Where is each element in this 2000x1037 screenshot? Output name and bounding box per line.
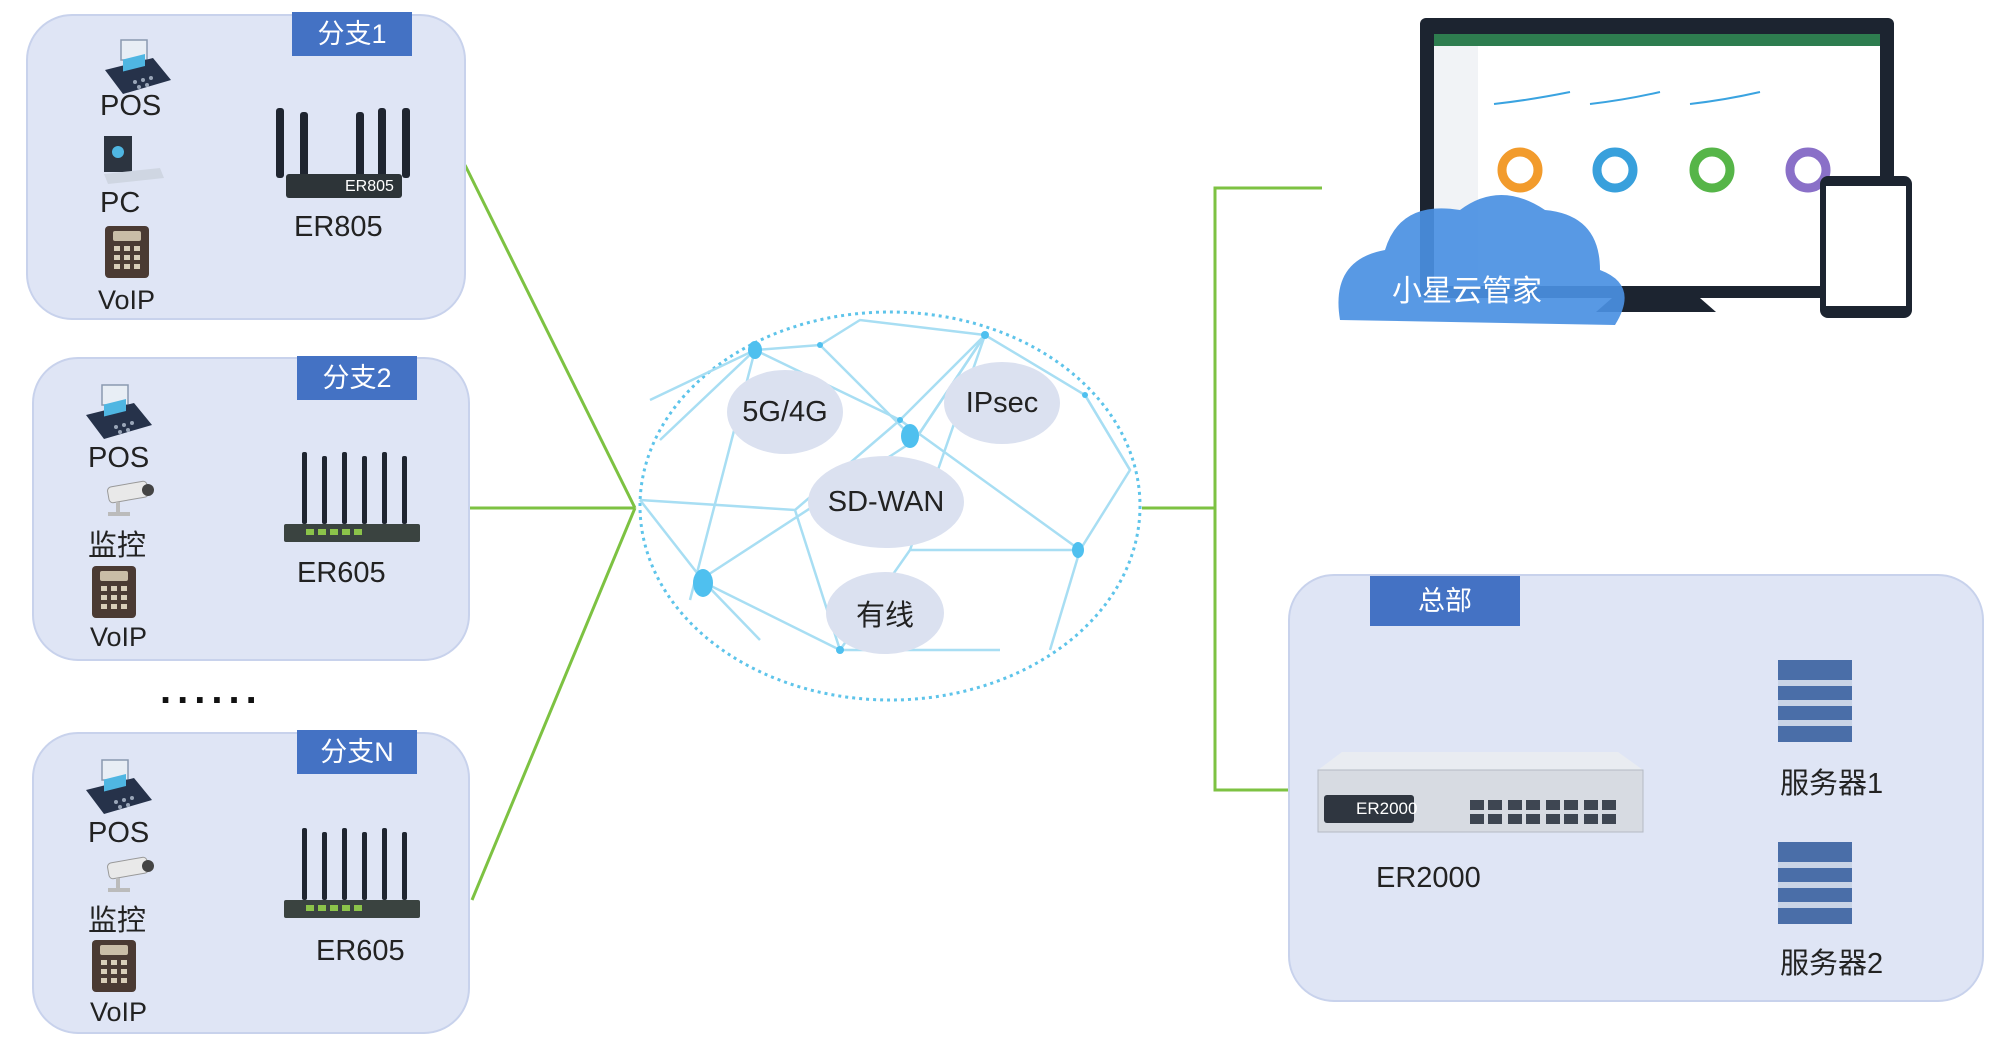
cloud-label: 小星云管家 [1392,275,1542,308]
link-branchN [470,507,637,901]
server2-label: 服务器2 [1780,948,1884,980]
branch1-tag: 分支1 [292,12,412,56]
er805-router-icon [276,108,410,198]
hq-device-label: ER2000 [1376,862,1481,894]
branchN-device-camera: 监控 [88,905,147,937]
branch1-panel [26,14,466,320]
server1-label: 服务器1 [1780,768,1884,800]
bubble-sdwan: SD-WAN [808,456,964,548]
branch2-router-label: ER605 [297,557,386,589]
hq-tag: 总部 [1370,576,1520,626]
branch2-tag: 分支2 [297,356,417,400]
branchN-device-pos: POS [88,817,150,849]
bubble-wired: 有线 [826,572,944,654]
branch2-device-voip: VoIP [90,622,148,652]
branch1-device-pos: POS [100,90,162,122]
er2000-badge: ER2000 [1356,799,1418,818]
branch2-device-camera: 监控 [88,530,147,562]
branchN-tag: 分支N [297,730,417,774]
ellipsis: ...... [160,668,263,712]
server2-icon [1778,842,1852,924]
bubble-5g4g: 5G/4G [727,370,843,454]
link-right-bracket [1213,186,1322,792]
bubble-ipsec: IPsec [944,362,1060,444]
server1-icon [1778,660,1852,742]
er805-badge: ER805 [345,178,394,195]
branch1-device-voip: VoIP [98,285,156,315]
branchN-router-label: ER605 [316,935,405,967]
link-branch1 [463,164,637,509]
branch1-router-label: ER805 [294,211,383,243]
branch1-device-pc: PC [100,187,141,219]
branchN-device-voip: VoIP [90,997,148,1027]
branch2-device-pos: POS [88,442,150,474]
